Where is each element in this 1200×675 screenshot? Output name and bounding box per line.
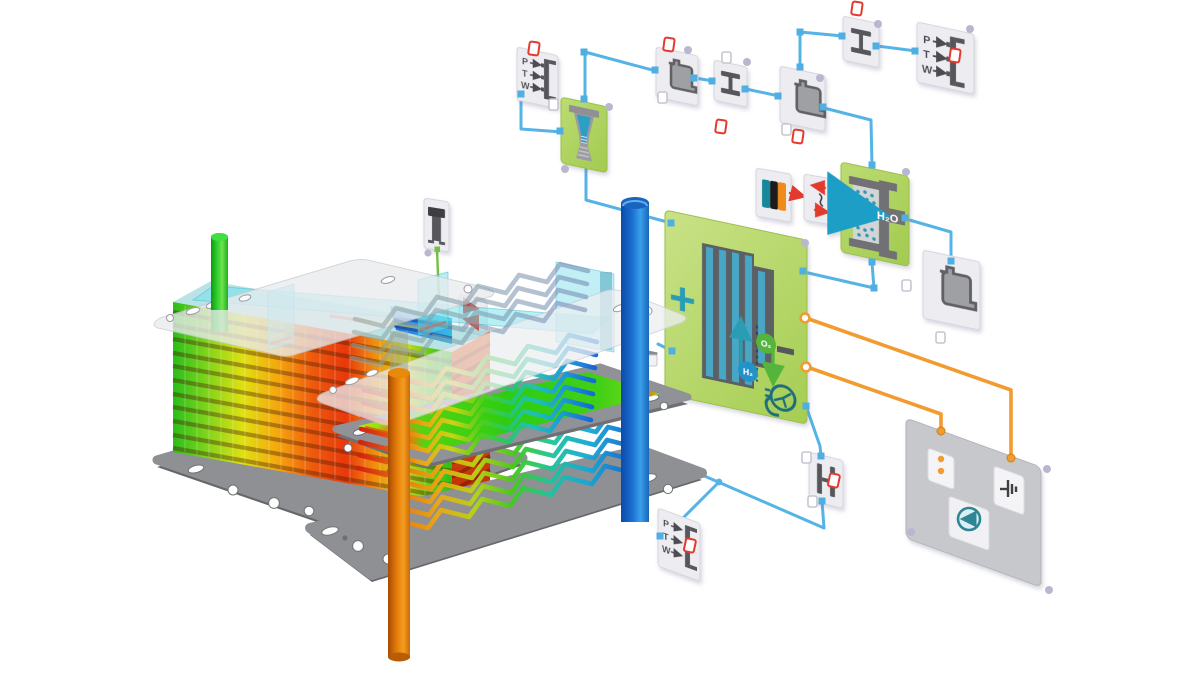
connection-humidifier-to-chamber3[interactable] [904,217,953,263]
block-coolant-tank[interactable] [423,197,450,253]
ptw-source-icon: P T W [521,56,556,102]
chamber-icon [668,58,698,95]
sensor-node [937,467,945,475]
svg-text:O₂: O₂ [761,338,772,350]
connection-ports [434,28,955,540]
block-fuel-cell-stack[interactable]: + H₂ O₂ [664,210,808,424]
converter-icon [809,180,831,218]
membrane-humidifier-icon: H₂O [827,171,905,260]
wire-junction [1006,453,1016,463]
wire-junction [936,426,946,436]
ground-icon [1000,480,1018,497]
panel-port-marker [1043,465,1051,473]
svg-text:T: T [663,531,669,543]
svg-text:W: W [521,80,530,92]
port-markers [424,0,974,554]
compressor-icon [764,384,797,417]
block-ptw-source-cathode[interactable]: P T W [916,22,975,95]
valve-icon [721,70,740,97]
electrical-subsystem-panel[interactable] [905,418,1053,594]
block-valve-2[interactable] [842,16,880,68]
thermal-3d-visualization[interactable] [152,197,707,662]
block-chamber-1[interactable] [655,47,699,106]
block-signal-source[interactable] [755,167,792,223]
ptw-source-icon: P T W [662,518,697,572]
block-ptw-source-anode[interactable]: P T W [516,47,559,109]
block-diagram: P T W [423,0,1053,594]
connection-source-to-nozzle[interactable] [519,93,564,134]
green-inlet-pipe-top [211,233,228,310]
orange-anode-pipe [388,331,410,662]
block-chamber-2[interactable] [779,66,827,132]
electrical-positive-wire[interactable] [804,316,1013,482]
svg-text:W: W [922,63,933,77]
block-valve-1[interactable] [713,60,748,107]
membrane-electrode-icon: + H₂ O₂ [669,242,797,417]
connection-humidifier-to-stack[interactable] [802,261,876,290]
svg-text:P: P [663,518,669,530]
panel-port-marker [1045,586,1053,594]
minus-terminal-label [777,345,794,356]
block-nozzle[interactable] [560,97,608,173]
svg-text:T: T [522,68,528,79]
svg-text:W: W [662,544,671,557]
block-humidifier[interactable]: H₂O [827,162,910,267]
block-ptw-source-outlet[interactable]: P T W [657,508,701,581]
signal-source-to-converter[interactable] [788,184,807,202]
blue-cathode-pipe [621,197,649,522]
sensor-node [937,455,945,463]
chamber-icon [939,265,978,312]
layered-source-icon [762,179,786,211]
tank-icon [428,206,445,246]
connection-chamber2-to-valve2[interactable] [798,30,845,69]
end-plate-top-translucent [153,259,495,357]
svg-text:P: P [522,56,528,67]
panel-port-marker [907,528,915,536]
connection-chamber2-to-humidifier[interactable] [822,106,874,168]
svg-text:H₂: H₂ [743,366,753,378]
svg-text:P: P [923,34,931,48]
block-chamber-3[interactable] [922,250,981,331]
connection-valve1-to-chamber2[interactable] [744,87,781,98]
block-signal-converter[interactable] [803,173,838,226]
svg-text:T: T [923,49,930,62]
svg-text:H₂O: H₂O [877,210,899,226]
connection-nozzle-to-chamber1[interactable] [583,50,658,100]
converging-nozzle-icon [569,104,599,162]
chamber-icon [794,78,827,119]
connection-stack-to-valve3[interactable] [804,404,823,458]
valve-icon [851,27,871,56]
connection-valve2-to-ptw2[interactable] [875,44,918,53]
